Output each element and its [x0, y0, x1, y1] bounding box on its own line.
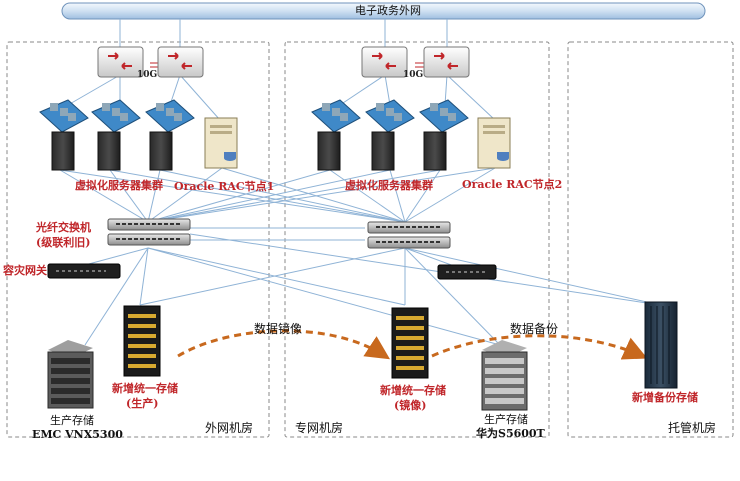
room-label-waiwang: 外网机房 [205, 421, 254, 435]
storage-prod-label-b: 生产存储 [484, 413, 528, 426]
storage-new-a-icon [123, 305, 161, 377]
router-a2-icon [157, 46, 204, 78]
storage-backup-icon [644, 301, 678, 389]
oracle-server-icon [477, 117, 511, 169]
storage-backup-label: 新增备份存储 [632, 391, 698, 404]
storage-prod-model-b: 华为S5600T [476, 427, 545, 440]
mirror-flow-label: 数据镜像 [254, 322, 303, 336]
fiber-switch-b-icon [367, 221, 451, 249]
vm-server-icon [419, 99, 469, 171]
vm-server-icon [365, 99, 415, 171]
storage-new-label-b: 新增统一存储 [380, 384, 446, 397]
storage-prod-label-a: 生产存储 [50, 414, 94, 427]
fiber-switch-label: 光纤交换机 [36, 221, 91, 234]
storage-new-b-icon [391, 307, 429, 379]
router-b2-icon [423, 46, 470, 78]
room-label-tuoguan: 托管机房 [668, 421, 717, 435]
storage-new-sublabel-b: (镜像) [394, 399, 427, 412]
link-lines [59, 19, 661, 346]
router-b1-icon [361, 46, 408, 78]
vm-cluster-label-b: 虚拟化服务器集群 [345, 179, 433, 192]
room-border-tuoguan [567, 41, 734, 438]
dr-gateway-icon [47, 263, 121, 279]
vm-server-icon [145, 99, 195, 171]
backup-flow-label: 数据备份 [510, 322, 559, 336]
network-title: 电子政务外网 [355, 4, 421, 17]
dr-gateway-label: 容灾网关 [3, 264, 47, 277]
network-bus [61, 2, 706, 20]
link-speed-a: 10G [137, 70, 158, 80]
oracle-node-label-a: Oracle RAC节点1 [174, 180, 275, 193]
oracle-server-icon [204, 117, 238, 169]
vm-server-icon [91, 99, 141, 171]
link-speed-b: 10G [403, 70, 424, 80]
fiber-switch-sublabel: (级联利旧) [36, 236, 91, 249]
room-label-zhuanwang: 专网机房 [295, 421, 344, 435]
storage-prod-model-a: EMC VNX5300 [32, 428, 123, 441]
router-a1-icon [97, 46, 144, 78]
backup-flow [431, 334, 648, 360]
vm-cluster-label-a: 虚拟化服务器集群 [75, 179, 163, 192]
storage-prod-a-icon [47, 340, 94, 409]
vm-server-icon [39, 99, 89, 171]
storage-new-label-a: 新增统一存储 [112, 382, 178, 395]
flow-arrows [177, 329, 648, 360]
gateway-b-icon [437, 264, 497, 280]
storage-new-sublabel-a: (生产) [126, 397, 159, 410]
fiber-switch-a-icon [107, 218, 191, 246]
storage-prod-b-icon [481, 340, 528, 411]
oracle-node-label-b: Oracle RAC节点2 [462, 178, 563, 191]
vm-server-icon [311, 99, 361, 171]
